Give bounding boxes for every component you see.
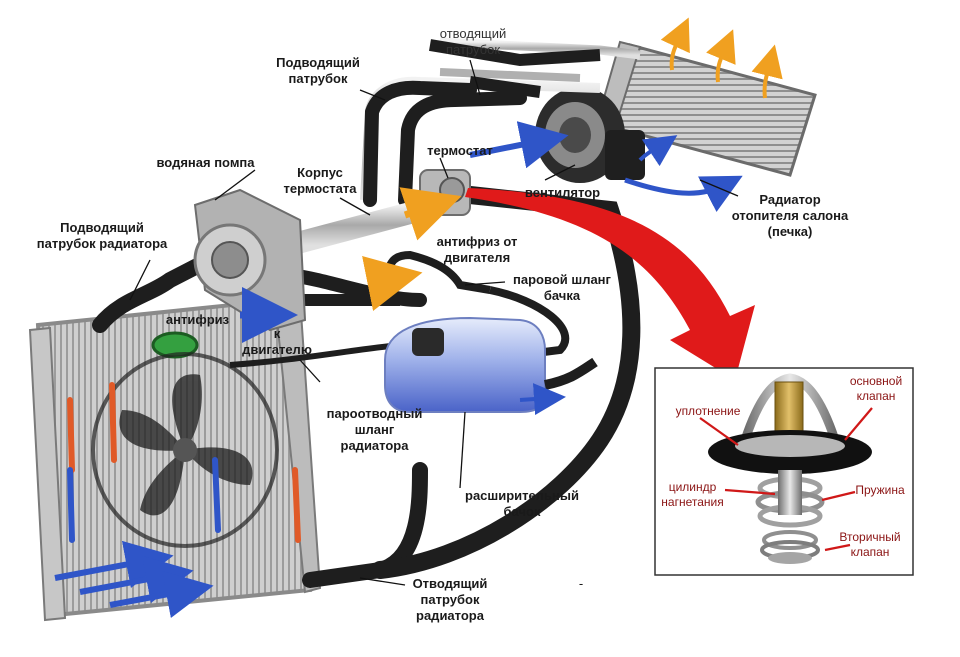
label-spring: Пружина [855, 483, 905, 497]
label-coolant-from-engine: антифриз от двигателя [436, 234, 518, 265]
label-radiator-inlet-pipe: Подводящий патрубок радиатора [36, 220, 168, 251]
label-heater-radiator: Радиатор отопителя салона (печка) [731, 192, 849, 239]
label-secondary-valve: Вторичный клапан [839, 530, 901, 559]
leader-lines [129, 59, 739, 586]
heater-fan [469, 87, 743, 212]
label-tank-steam-hose: паровой шланг бачка [513, 272, 611, 303]
label-radiator-steam-hose: пароотводный шланг радиатора [326, 406, 423, 453]
label-water-pump: водяная помпа [156, 155, 255, 170]
label-expansion-tank: расширительный бачок [465, 488, 579, 519]
label-coolant-to-engine-2: к двигателю [242, 326, 312, 357]
heater-hoses [360, 37, 641, 207]
label-main-valve: основной клапан [849, 374, 903, 403]
label-fan: вентилятор [524, 185, 601, 200]
water-pump [193, 188, 307, 343]
heater-radiator [595, 17, 817, 177]
label-seal: уплотнение [675, 404, 741, 418]
label-dash: - [578, 576, 584, 591]
label-thermostat: термостат [427, 143, 493, 158]
label-outlet-pipe: отводящий патрубок [439, 26, 507, 57]
thermostat-detail [654, 367, 914, 576]
label-coolant-to-engine-1: антифриз [165, 312, 230, 327]
label-thermostat-housing: Корпус термостата [283, 165, 357, 196]
expansion-tank-shape [384, 316, 598, 416]
label-radiator-outlet-pipe: Отводящий патрубок радиатора [412, 576, 488, 623]
main-radiator [28, 296, 322, 622]
label-inlet-pipe: Подводящий патрубок [276, 55, 360, 86]
label-cylinder: цилиндр нагнетания [661, 480, 724, 509]
thermostat-housing [279, 169, 471, 311]
detail-pointer-arrow [465, 188, 755, 380]
